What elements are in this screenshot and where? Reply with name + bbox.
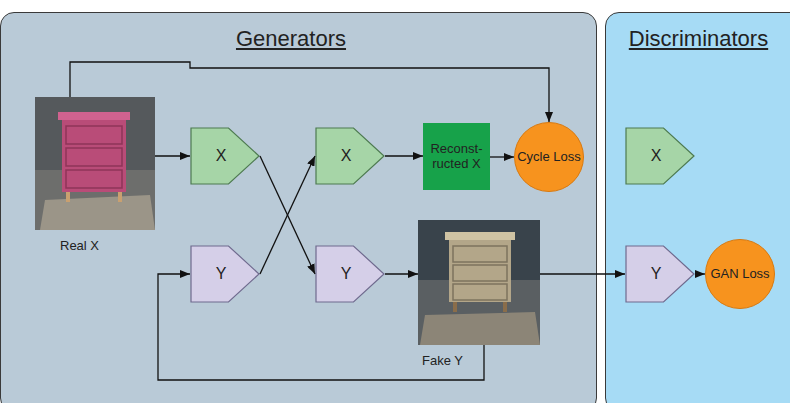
pentagon-shape (191, 128, 259, 184)
loss-label: GAN Loss (710, 267, 769, 282)
discriminator-pentagon: Y (625, 245, 695, 303)
pentagon-shape (316, 128, 384, 184)
loss-circle: GAN Loss (705, 239, 775, 309)
loss-label: Cycle Loss (517, 150, 581, 165)
generator-pentagon: X (190, 127, 260, 185)
generator-label: Y (216, 265, 227, 283)
pentagon-shape (191, 246, 259, 302)
generator-label: X (216, 147, 227, 165)
loss-circle: Cycle Loss (514, 122, 584, 192)
flow-arrow (695, 273, 705, 274)
flow-arrow (385, 155, 423, 156)
flow-arrow (490, 156, 514, 157)
fake-y-photo (418, 220, 540, 345)
generator-label: X (651, 147, 662, 165)
flow-arrow (70, 62, 549, 122)
pentagon-shape (626, 128, 694, 184)
pentagon-shape (626, 246, 694, 302)
image-caption: Fake Y (422, 353, 463, 368)
panel-title: Discriminators (606, 26, 790, 52)
flow-arrow (385, 273, 418, 274)
generator-pentagon: Y (190, 245, 260, 303)
reconstructed-box: Reconst- ructed X (423, 123, 490, 190)
flow-arrow (540, 273, 625, 274)
pentagon-shape (316, 246, 384, 302)
flow-arrow (158, 274, 484, 380)
panel-title: Generators (1, 26, 581, 52)
generator-label: Y (651, 265, 662, 283)
real-x-image: Real X (35, 97, 155, 230)
generators-panel: GeneratorsReal X X Y X Y Reconst- ructed X Cyc… (0, 12, 597, 403)
box-label: Reconst- ructed X (426, 142, 487, 172)
generator-pentagon: Y (315, 245, 385, 303)
discriminator-pentagon: X (625, 127, 695, 185)
flow-arrow (155, 155, 190, 156)
discriminators-panel: DiscriminatorsX Y GAN Loss (605, 12, 790, 403)
image-caption: Real X (60, 238, 99, 253)
flow-arrow (260, 156, 315, 274)
flow-arrow (260, 156, 315, 274)
generator-label: X (341, 147, 352, 165)
generator-label: Y (341, 265, 352, 283)
generator-pentagon: X (315, 127, 385, 185)
real-x-photo (35, 97, 155, 230)
fake-y-image: Fake Y (418, 220, 540, 345)
